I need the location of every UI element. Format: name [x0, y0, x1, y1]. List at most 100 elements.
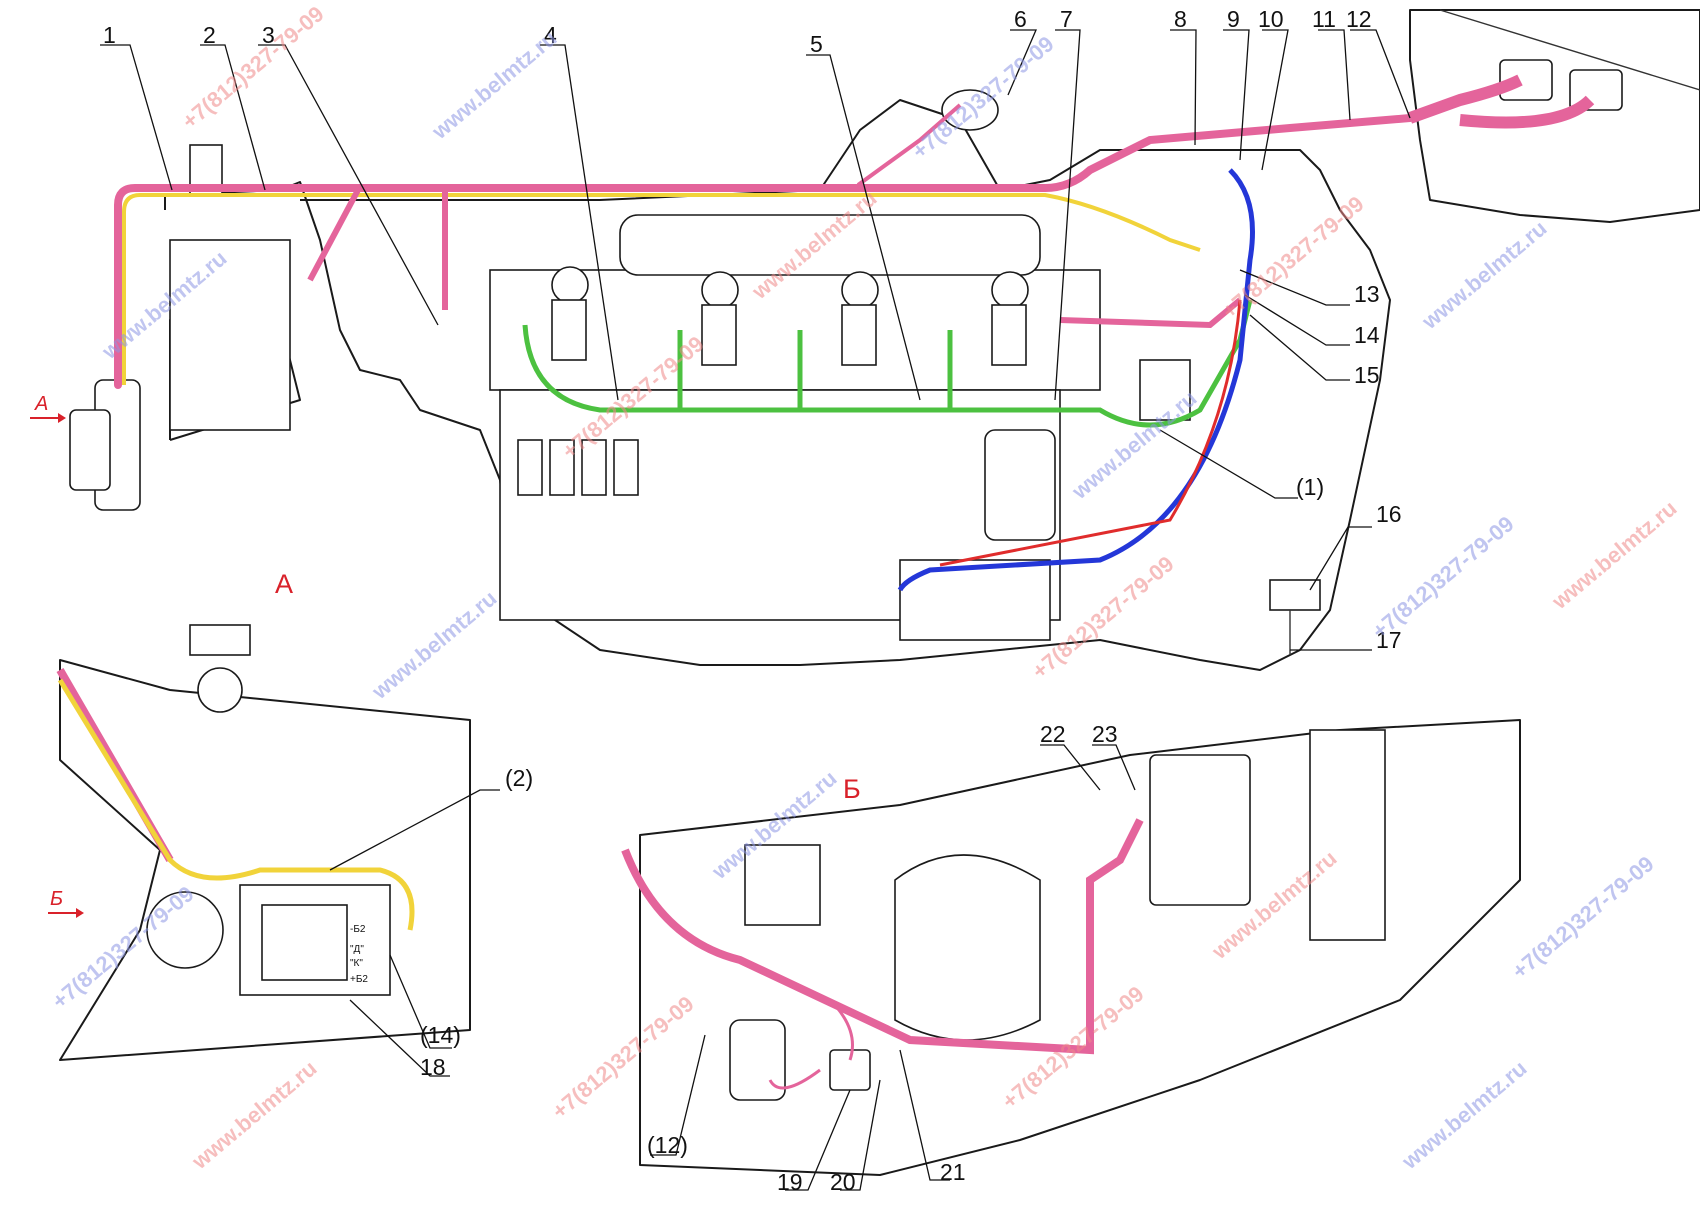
terminal-label: +Б2 — [350, 974, 368, 985]
callout-6: 6 — [1014, 6, 1027, 32]
callout-8: 8 — [1174, 6, 1187, 32]
glow-plug-4 — [991, 304, 1027, 366]
callout-19: 19 — [777, 1169, 803, 1195]
pump-section-4 — [613, 439, 639, 496]
ref-2: (2) — [505, 765, 533, 791]
harness-pink-branch-3 — [307, 188, 361, 282]
callout-14: 14 — [1354, 322, 1380, 348]
leader-4 — [540, 44, 619, 401]
view-a-filler-neck — [189, 624, 251, 656]
view-arrow-a: А — [34, 393, 48, 415]
leader-15 — [1249, 314, 1350, 381]
glow-plug-3 — [841, 304, 877, 366]
view-b — [621, 719, 1521, 1176]
engine-main-view — [69, 9, 1700, 671]
leader-18 — [349, 999, 450, 1077]
terminal-label: "Д" — [350, 944, 364, 955]
callout-18: 18 — [420, 1054, 446, 1080]
watermark-site: www.belmtz.ru — [1066, 385, 1201, 504]
callout-9: 9 — [1227, 6, 1240, 32]
callout-17: 17 — [1376, 627, 1402, 653]
filter-canister — [984, 429, 1056, 541]
leader-3 — [258, 44, 439, 326]
harness-green — [522, 299, 1253, 428]
callout-5: 5 — [810, 31, 823, 57]
air-filter-body — [169, 239, 291, 431]
watermark-site: www.belmtz.ru — [366, 585, 501, 704]
watermark-site: www.belmtz.ru — [186, 1055, 321, 1174]
pump-section-2 — [549, 439, 575, 496]
callout-16: 16 — [1376, 501, 1402, 527]
injector-3 — [841, 271, 879, 309]
generator-body — [69, 409, 111, 491]
leader-9 — [1223, 29, 1250, 161]
starter-motor — [899, 559, 1051, 641]
section-title-b: Б — [843, 774, 861, 804]
view-arrow-b-head — [76, 908, 84, 918]
cylinder-tank-left — [744, 844, 821, 926]
watermark-site: www.belmtz.ru — [1416, 215, 1551, 334]
harness-pink-sensor-7 — [1059, 297, 1242, 329]
leader-14 — [1244, 294, 1350, 346]
leader-16 — [1309, 526, 1372, 591]
injector-1 — [551, 266, 589, 304]
callout-10: 10 — [1258, 6, 1284, 32]
leader-14-ref — [389, 954, 452, 1049]
injector-4 — [991, 271, 1029, 309]
view-a — [56, 624, 471, 1061]
view-arrow-a-head — [58, 413, 66, 423]
leader-6 — [1007, 29, 1037, 96]
section-title-a: А — [275, 569, 293, 599]
callout-3: 3 — [262, 22, 275, 48]
section-markers: А А Б Б — [30, 393, 861, 918]
relay-18-inner — [261, 904, 348, 981]
leader-1-ref — [1159, 429, 1298, 499]
view-a-harness-yellow — [57, 678, 415, 931]
terminal-label: "К" — [350, 958, 363, 969]
view-arrow-b: Б — [50, 888, 63, 910]
callout-15: 15 — [1354, 362, 1380, 388]
watermark-phone: +7(812)327-79-09 — [1507, 851, 1658, 984]
watermark-site: www.belmtz.ru — [426, 25, 561, 144]
callout-13: 13 — [1354, 281, 1380, 307]
watermark-phone: +7(812)327-79-09 — [1367, 511, 1518, 644]
view-a-outline — [59, 659, 471, 1061]
watermark-phone: +7(812)327-79-09 — [547, 991, 698, 1124]
leader-13 — [1239, 269, 1350, 306]
harness-red — [939, 299, 1242, 567]
callout-12: 12 — [1346, 6, 1372, 32]
glow-plug-1 — [551, 299, 587, 361]
connector-inset-outline — [1409, 9, 1700, 223]
leader-8 — [1170, 29, 1197, 146]
watermark-phone: +7(812)327-79-09 — [1217, 191, 1368, 324]
relay-18-terminals: -Б2 "Д" "К" +Б2 — [350, 924, 368, 985]
bracket-16 — [1269, 579, 1321, 611]
cylinder-tank-center — [894, 854, 1041, 1041]
sensor-6 — [941, 89, 999, 131]
leader-19 — [785, 1089, 851, 1191]
callout-22: 22 — [1040, 721, 1066, 747]
inset-rail — [1439, 9, 1700, 91]
callout-21: 21 — [940, 1159, 966, 1185]
glow-plug-2 — [701, 304, 737, 366]
leader-22 — [1040, 744, 1101, 791]
injection-pump — [517, 439, 639, 496]
harness-yellow-main — [122, 193, 1201, 385]
view-a-port — [197, 667, 243, 713]
callout-7: 7 — [1060, 6, 1073, 32]
fuse-panel — [1309, 729, 1386, 941]
connector-a — [1499, 59, 1553, 101]
callout-20: 20 — [830, 1169, 856, 1195]
leader-11 — [1318, 29, 1351, 121]
leader-12-ref — [650, 1034, 706, 1156]
injector-2 — [701, 271, 739, 309]
leader-20 — [840, 1079, 881, 1191]
harness-pink-main — [114, 114, 1414, 389]
watermark-site: www.belmtz.ru — [1396, 1055, 1531, 1174]
view-a-hub — [146, 891, 224, 969]
leader-12 — [1350, 29, 1411, 119]
callouts: 1 2 3 4 5 6 7 8 9 10 11 12 13 14 15 16 1… — [103, 6, 1402, 1195]
leader-1 — [100, 44, 173, 191]
leader-21 — [899, 1049, 950, 1181]
